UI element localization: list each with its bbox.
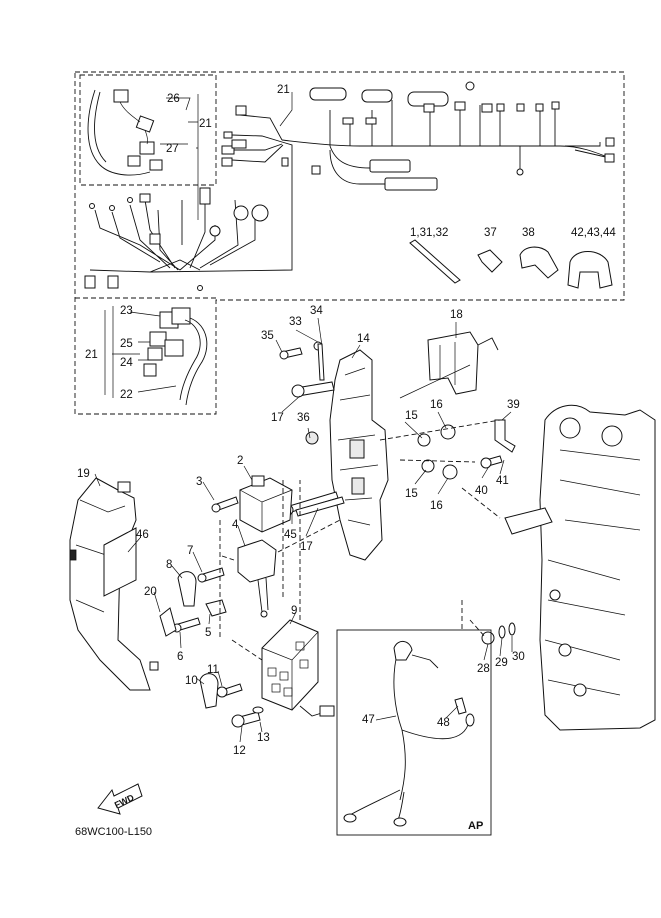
callout-30: 30 <box>512 651 525 663</box>
bracket-18 <box>399 331 499 399</box>
callout-36: 36 <box>297 412 310 424</box>
fasteners <box>172 341 516 728</box>
callout-27: 27 <box>166 143 179 155</box>
callout-19: 19 <box>77 468 90 480</box>
coil-4 <box>237 539 277 618</box>
callout-17: 17 <box>300 541 313 553</box>
leader-lines <box>94 92 513 743</box>
callout-45: 45 <box>284 529 297 541</box>
callout-24: 24 <box>120 357 133 369</box>
bracket-14 <box>329 349 389 561</box>
callout-8: 8 <box>166 559 172 571</box>
callout-39: 39 <box>507 399 520 411</box>
callout-29: 29 <box>495 657 508 669</box>
callout-37: 37 <box>484 227 497 239</box>
callout-16: 16 <box>430 500 443 512</box>
diagram-code: 68WC100-L150 <box>75 826 152 838</box>
engine-block <box>504 404 656 731</box>
callout-42-43-44: 42,43,44 <box>571 227 616 239</box>
callout-23: 23 <box>120 305 133 317</box>
relay-inset-22-25 <box>112 306 208 406</box>
callout-28: 28 <box>477 663 490 675</box>
callout-35: 35 <box>261 330 274 342</box>
callout-6: 6 <box>177 651 183 663</box>
fwd-arrow: FWD <box>97 783 143 815</box>
ap-label: AP <box>468 820 483 832</box>
callout-15: 15 <box>405 488 418 500</box>
clamps-8-20-5 <box>159 571 227 709</box>
callout-12: 12 <box>233 745 246 757</box>
harness-dashed-frame <box>74 71 625 415</box>
callout-10: 10 <box>185 675 198 687</box>
callout-20: 20 <box>144 586 157 598</box>
callout-33: 33 <box>289 316 302 328</box>
callout-1-31-32: 1,31,32 <box>410 227 448 239</box>
inset-harness-26-27 <box>87 89 163 176</box>
ap-inset <box>336 629 492 836</box>
callout-41: 41 <box>496 475 509 487</box>
callout-48: 48 <box>437 717 450 729</box>
callout-5: 5 <box>205 627 211 639</box>
callout-9: 9 <box>291 605 297 617</box>
callout-13: 13 <box>257 732 270 744</box>
callout-11: 11 <box>207 664 219 676</box>
callout-4: 4 <box>232 519 239 531</box>
callout-22: 22 <box>120 389 133 401</box>
callout-26: 26 <box>167 93 180 105</box>
callout-38: 38 <box>522 227 535 239</box>
callout-47: 47 <box>362 714 375 726</box>
callout-17: 17 <box>271 412 284 424</box>
callout-7: 7 <box>187 545 193 557</box>
callout-25: 25 <box>120 338 133 350</box>
callout-3: 3 <box>196 476 202 488</box>
callout-21: 21 <box>199 118 212 130</box>
callout-15: 15 <box>405 410 418 422</box>
callout-40: 40 <box>475 485 488 497</box>
callout-34: 34 <box>310 305 323 317</box>
rectifier-9 <box>261 619 335 717</box>
wire-harness-branch <box>84 187 269 291</box>
callout-46: 46 <box>136 529 149 541</box>
callout-2: 2 <box>237 455 243 467</box>
callout-21: 21 <box>277 84 290 96</box>
cable-ties-clamps <box>409 239 613 289</box>
callout-14: 14 <box>357 333 370 345</box>
callout-16: 16 <box>430 399 443 411</box>
cover-19 <box>69 477 159 691</box>
wire-harness-21 <box>149 81 615 273</box>
callout-labels: 21 26 21 27 1,31,32 37 38 42,43,44 23 21… <box>75 84 616 838</box>
callout-18: 18 <box>450 309 463 321</box>
callout-21: 21 <box>85 349 98 361</box>
relay-2 <box>239 475 293 533</box>
